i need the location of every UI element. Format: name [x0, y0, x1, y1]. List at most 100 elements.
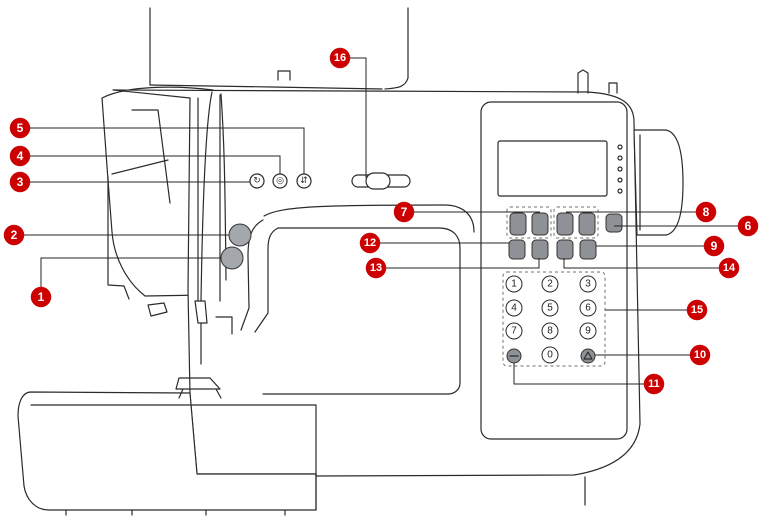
- lower-arm-upper-edge: [30, 404, 317, 475]
- sewing-machine-icon: ↻ ◎ ⇵ 1 2 3 4 5: [17, 7, 684, 516]
- keypad-key-6-label: 6: [585, 303, 591, 314]
- callout-10: 10: [689, 344, 711, 366]
- callout-13-number: 13: [370, 262, 382, 274]
- leader-4: [30, 155, 281, 174]
- callout-6-number: 6: [745, 219, 752, 233]
- enter-key-symbol: [583, 351, 593, 360]
- keypad-key-3[interactable]: [579, 275, 597, 293]
- keypad-key-8[interactable]: [541, 322, 559, 340]
- callout-2: 2: [3, 224, 25, 246]
- keypad-key-7[interactable]: [505, 322, 523, 340]
- spool-pin-right: [577, 69, 589, 94]
- top-cover-bottom-line: [149, 84, 383, 90]
- keypad-key-5[interactable]: [541, 299, 559, 317]
- callout-3-number: 3: [17, 175, 24, 189]
- callout-1-circle: [30, 286, 52, 308]
- cutout-left: [254, 227, 279, 333]
- callout-3-circle: [9, 171, 31, 193]
- callout-9-circle: [703, 235, 725, 257]
- keypad-key-0-label: 0: [547, 350, 553, 361]
- indicator-2: [617, 155, 623, 161]
- callout-14-number: 14: [723, 262, 736, 274]
- panel-button-bottom-3[interactable]: [556, 239, 574, 260]
- leader-13: [386, 258, 540, 269]
- leader-1: [40, 257, 221, 297]
- keypad-key-0[interactable]: [541, 346, 559, 364]
- callout-16-circle: [329, 47, 351, 69]
- function-button-1[interactable]: [249, 173, 265, 189]
- presser-foot: [175, 377, 222, 399]
- callout-12-circle: [359, 232, 381, 254]
- keypad-key-3-label: 3: [585, 279, 591, 290]
- callout-5-circle: [9, 117, 31, 139]
- panel-button-top-4[interactable]: [578, 212, 596, 236]
- callout-5-number: 5: [17, 121, 24, 135]
- panel-button-top-1[interactable]: [509, 212, 527, 236]
- top-cover-right-line: [384, 7, 409, 90]
- leader-11: [513, 363, 644, 385]
- cutout-right: [447, 247, 461, 395]
- keypad-key-6[interactable]: [579, 299, 597, 317]
- lower-arm: [17, 391, 317, 511]
- callout-11: 11: [643, 373, 665, 395]
- function-symbol-2: ◎: [276, 176, 284, 186]
- function-symbol-3: ⇵: [300, 176, 308, 186]
- callout-11-circle: [643, 373, 665, 395]
- needle-position-button[interactable]: [228, 223, 252, 247]
- indicator-1: [617, 144, 623, 150]
- lcd-screen: [497, 140, 608, 197]
- keypad-key-2[interactable]: [541, 275, 559, 293]
- keypad-key-9[interactable]: [579, 322, 597, 340]
- leader-16: [348, 57, 367, 178]
- callout-12: 12: [359, 232, 381, 254]
- callout-1-number: 1: [38, 290, 45, 304]
- keypad-key-5-label: 5: [547, 303, 553, 314]
- panel-button-top-2[interactable]: [531, 212, 549, 236]
- panel-button-top-3[interactable]: [556, 212, 574, 236]
- top-button-group-box-left: [506, 206, 552, 239]
- callout-3: 3: [9, 171, 31, 193]
- indicator-5: [617, 188, 623, 194]
- callout-1: 1: [30, 286, 52, 308]
- callout-4-number: 4: [17, 149, 24, 163]
- callout-2-circle: [3, 224, 25, 246]
- cutout-top: [277, 227, 461, 249]
- callout-12-number: 12: [364, 237, 376, 249]
- panel-button-bottom-1[interactable]: [508, 239, 526, 260]
- callout-15-circle: [686, 299, 708, 321]
- callout-7-circle: [393, 201, 415, 223]
- callout-11-number: 11: [648, 378, 660, 390]
- keypad-key-2-label: 2: [547, 279, 553, 290]
- side-edge: [107, 176, 130, 300]
- keypad-key-9-label: 9: [585, 326, 591, 337]
- leader-5: [30, 127, 305, 174]
- callout-4: 4: [9, 145, 31, 167]
- panel-button-bottom-4[interactable]: [579, 239, 597, 260]
- enter-key[interactable]: [580, 348, 596, 364]
- callout-5: 5: [9, 117, 31, 139]
- callout-14-circle: [718, 257, 740, 279]
- keypad-key-4[interactable]: [505, 299, 523, 317]
- top-spool-pin-left: [277, 70, 291, 81]
- callout-10-number: 10: [694, 349, 706, 361]
- face-plate-detail: [111, 109, 171, 204]
- leader-lines: [14, 57, 744, 385]
- callout-15-number: 15: [691, 304, 703, 316]
- panel-button-top-5[interactable]: [605, 213, 623, 233]
- callout-8-number: 8: [703, 205, 710, 219]
- callout-9: 9: [703, 235, 725, 257]
- panel-button-bottom-2[interactable]: [531, 239, 549, 260]
- callout-8-circle: [695, 201, 717, 223]
- leader-14: [563, 258, 719, 269]
- stitch-width-slider-knob[interactable]: [365, 172, 391, 190]
- keypad-key-1[interactable]: [505, 275, 523, 293]
- indicator-4: [617, 177, 623, 183]
- indicator-3: [617, 166, 623, 172]
- callout-7: 7: [393, 201, 415, 223]
- start-stop-button[interactable]: [220, 246, 244, 270]
- needle-bar: [194, 300, 208, 365]
- callout-14: 14: [718, 257, 740, 279]
- callout-7-number: 7: [401, 205, 408, 219]
- callout-4-circle: [9, 145, 31, 167]
- callout-13-circle: [365, 257, 387, 279]
